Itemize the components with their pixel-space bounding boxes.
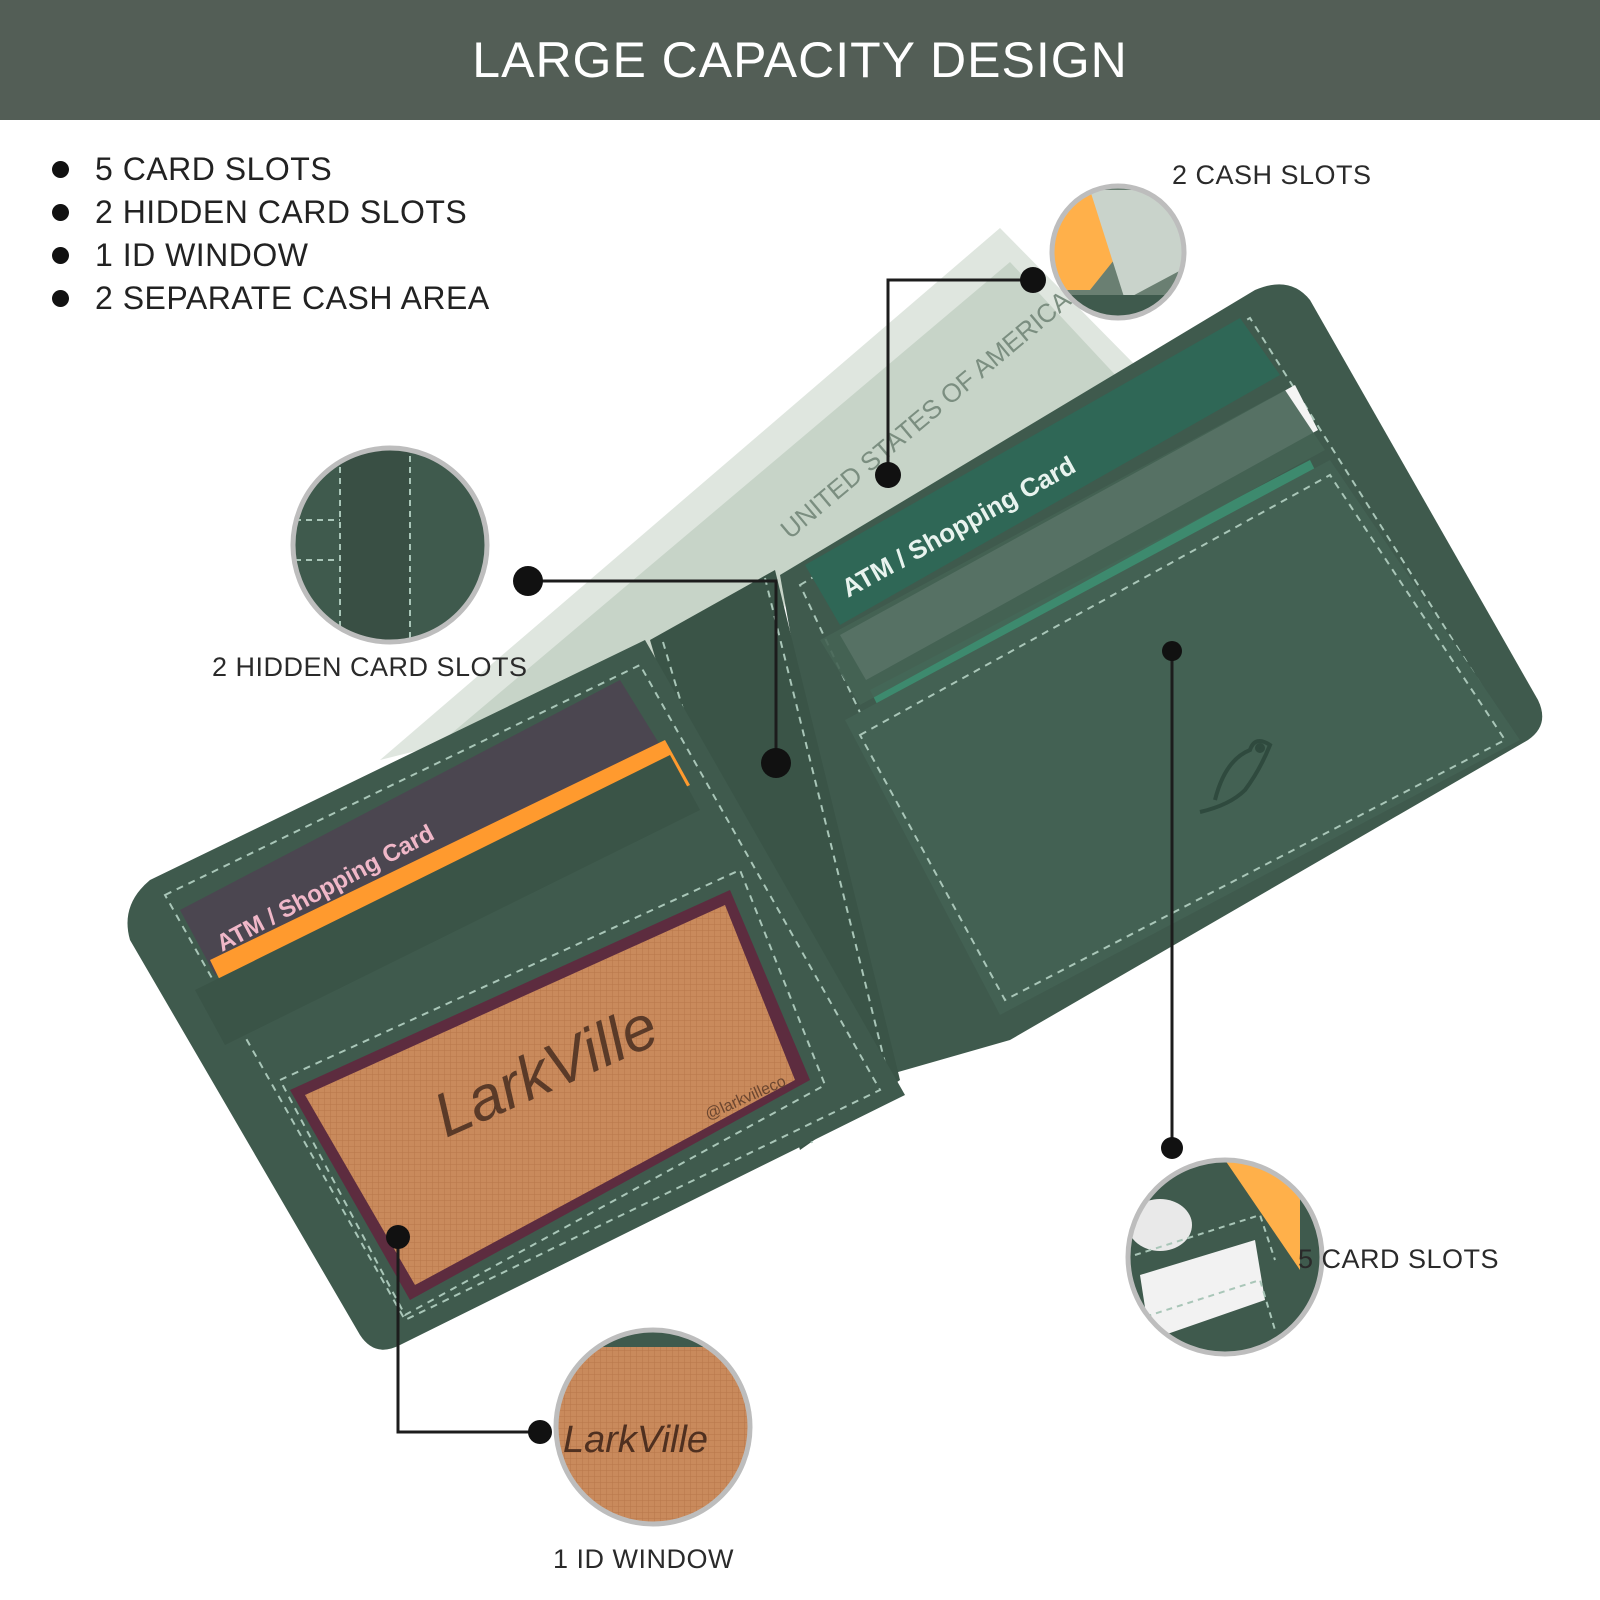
- feature-label: 1 ID WINDOW: [95, 237, 309, 273]
- feature-label: 5 CARD SLOTS: [95, 151, 333, 187]
- page-title: LARGE CAPACITY DESIGN: [472, 32, 1128, 88]
- feature-label: 2 HIDDEN CARD SLOTS: [95, 194, 468, 230]
- feature-item: 2 SEPARATE CASH AREA: [52, 277, 490, 320]
- callout-id-window: 1 ID WINDOW: [553, 1544, 734, 1574]
- callout-cash-slots: 2 CASH SLOTS: [1172, 160, 1372, 190]
- callout-hidden-card-slots: 2 HIDDEN CARD SLOTS: [212, 652, 528, 682]
- feature-item: 1 ID WINDOW: [52, 234, 490, 277]
- callout-card-slots: 5 CARD SLOTS: [1298, 1244, 1500, 1274]
- brand-text: LarkVille: [563, 1419, 708, 1461]
- feature-list: 5 CARD SLOTS 2 HIDDEN CARD SLOTS 1 ID WI…: [52, 148, 490, 320]
- wallet-left-panel: ATM / Shopping Card LarkVille @larkville…: [127, 640, 905, 1350]
- title-banner: LARGE CAPACITY DESIGN: [0, 0, 1600, 120]
- zoom-cash-slots: [1049, 183, 1187, 321]
- callout-lines: [396, 278, 1174, 1434]
- bullet-icon: [52, 247, 69, 264]
- bullet-icon: [52, 290, 69, 307]
- bullet-icon: [52, 161, 69, 178]
- wallet-right-panel: ATM / Shopping Card: [780, 284, 1543, 1080]
- zoom-id-window: LarkVille: [553, 1327, 753, 1527]
- bullet-icon: [52, 204, 69, 221]
- feature-label: 2 SEPARATE CASH AREA: [95, 280, 490, 316]
- zoom-card-slots: [1125, 1157, 1325, 1357]
- feature-item: 5 CARD SLOTS: [52, 148, 490, 191]
- zoom-hidden-slots: [290, 445, 490, 645]
- callout-dots: [386, 267, 1183, 1444]
- feature-item: 2 HIDDEN CARD SLOTS: [52, 191, 490, 234]
- bird-logo-icon: [1199, 739, 1273, 814]
